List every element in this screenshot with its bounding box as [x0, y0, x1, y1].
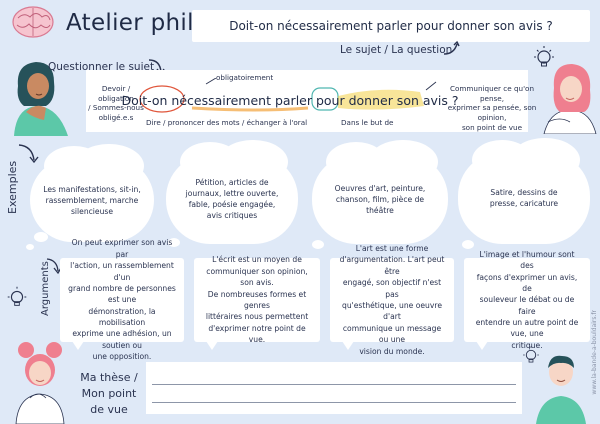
pink-hair-woman-illustration: [543, 64, 597, 134]
example-text-4: Satire, dessins de presse, caricature: [489, 188, 559, 208]
annotation-communiquer: Communiquer ce qu'on pense, exprimer sa …: [447, 84, 537, 132]
question-analysis-band: [86, 70, 528, 132]
lightbulb-icon: [534, 46, 554, 67]
subject-label: Le sujet / La question: [340, 44, 453, 56]
question-text: Doit-on nécessairement parler pour donne…: [229, 19, 553, 33]
argument-bubble-3: L'art est une forme d'argumentation. L'a…: [330, 244, 454, 356]
argument-text-4: L'image et l'humour sont des façons d'ex…: [475, 249, 579, 350]
page-title: Atelier philo: [66, 10, 209, 36]
question-highlights: [139, 78, 437, 113]
argument-bubble-4: L'image et l'humour sont des façons d'ex…: [464, 249, 590, 350]
argument-text-1: On peut exprimer son avis par l'action, …: [68, 238, 176, 362]
examples-section-label: Exemples: [6, 160, 19, 214]
example-text-2: Pétition, articles de journaux, lettre o…: [185, 178, 279, 220]
website-watermark: www.la-bande-a-bouldairs.fr: [591, 310, 598, 395]
argument-text-3: L'art est une forme d'argumentation. L'a…: [339, 244, 445, 356]
argument-text-2: L'écrit est un moyen de communiquer son …: [205, 255, 309, 345]
example-cloud-1: Les manifestations, sit-in, rassemblemen…: [30, 144, 154, 242]
argument-bubble-2: L'écrit est un moyen de communiquer son …: [194, 255, 320, 350]
cloud-puff: [26, 244, 34, 250]
example-text-3: Oeuvres d'art, peinture, chanson, film, …: [334, 183, 426, 215]
cloud-puff: [168, 238, 180, 247]
bubble-tail: [342, 341, 354, 350]
main-question: Doit-on nécessairement parler pour donne…: [121, 92, 459, 108]
cloud-puff: [462, 240, 474, 249]
thesis-writing-area[interactable]: [146, 362, 522, 414]
curved-arrow-icon: [18, 144, 39, 164]
cloud-puff: [34, 232, 48, 242]
cloud-puff: [312, 240, 324, 249]
bubble-tail: [72, 341, 84, 350]
argument-bubble-1: On peut exprimer son avis par l'action, …: [60, 238, 184, 362]
bubble-tail: [206, 341, 218, 350]
annotation-obligatoirement: obligatoirement: [216, 73, 274, 82]
thinking-man-illustration: [536, 355, 586, 424]
example-cloud-2: Pétition, articles de journaux, lettre o…: [166, 140, 298, 244]
lightbulb-icon: [7, 286, 27, 306]
bubble-tail: [476, 341, 488, 350]
thinking-girl-illustration: [15, 342, 65, 424]
thinking-woman-illustration: [14, 62, 68, 136]
example-cloud-4: Satire, dessins de presse, caricature: [458, 138, 590, 244]
question-box: Doit-on nécessairement parler pour donne…: [192, 10, 590, 42]
example-text-1: Les manifestations, sit-in, rassemblemen…: [43, 184, 141, 216]
thesis-line: [152, 384, 516, 385]
thesis-label: Ma thèse / Mon point de vue: [80, 371, 138, 416]
annotation-dans-le-but: Dans le but de: [341, 118, 394, 127]
curved-arrow-icon: [443, 40, 460, 55]
annotation-dire: Dire / prononcer des mots / échanger à l…: [146, 118, 308, 127]
annotation-devoir: Devoir / obligation / Sommes-nous obligé…: [88, 84, 144, 123]
brain-icon: [12, 6, 54, 38]
example-cloud-3: Oeuvres d'art, peinture, chanson, film, …: [312, 140, 448, 244]
lightbulb-icon: [523, 346, 539, 363]
thesis-line: [152, 402, 516, 403]
